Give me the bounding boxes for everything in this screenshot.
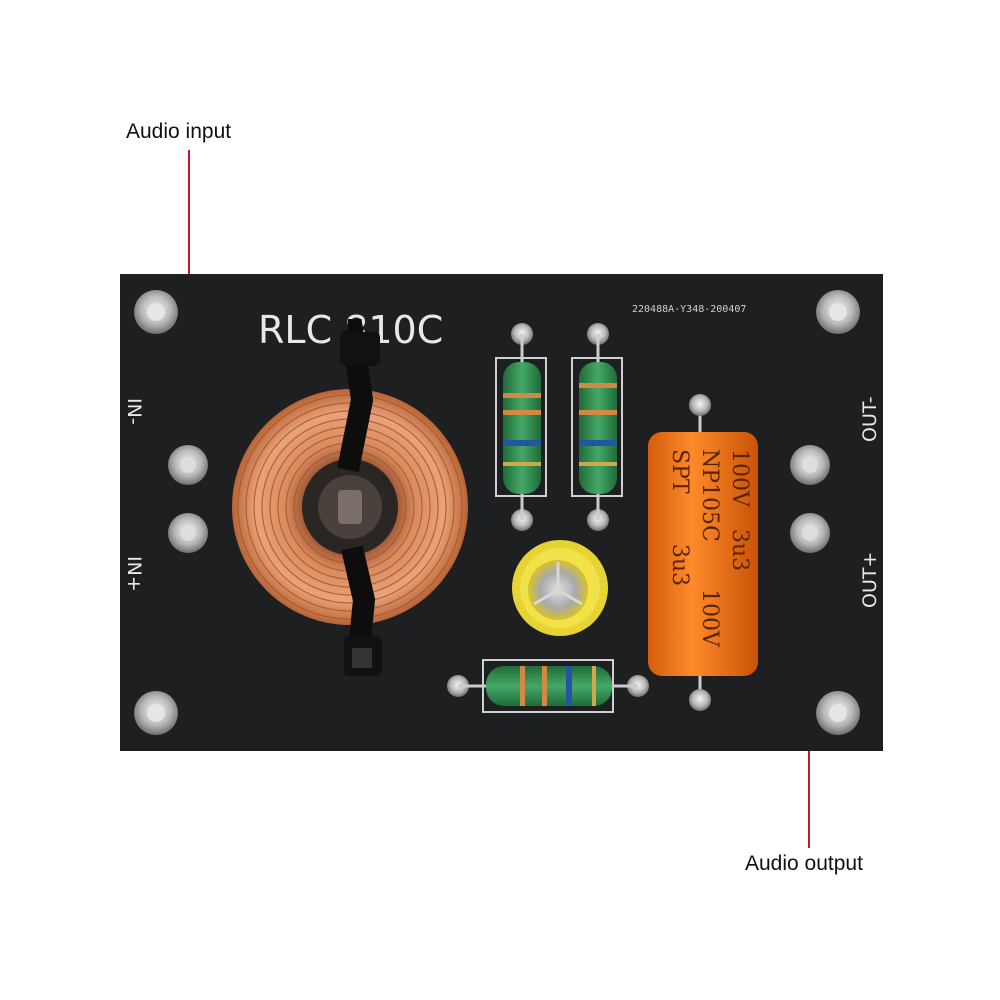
terminal-pads bbox=[168, 445, 830, 553]
svg-text:3u3: 3u3 bbox=[727, 529, 752, 571]
film-capacitor: 100V 3u3 NP105C 100V SPT 3u3 bbox=[648, 394, 758, 711]
svg-text:NP105C: NP105C bbox=[697, 449, 722, 542]
air-core-inductor bbox=[232, 319, 468, 676]
svg-text:3u3: 3u3 bbox=[667, 544, 692, 586]
electrolytic-capacitor bbox=[512, 540, 608, 636]
svg-text:SPT: SPT bbox=[667, 449, 692, 494]
svg-text:100V: 100V bbox=[727, 449, 752, 508]
out-plus-label: OUT+ bbox=[859, 552, 881, 608]
resistor-1 bbox=[495, 323, 547, 531]
in-plus-label: IN+ bbox=[123, 556, 145, 592]
out-minus-label: OUT- bbox=[859, 396, 881, 442]
audio-input-label: Audio input bbox=[126, 120, 232, 143]
svg-text:100V: 100V bbox=[697, 589, 722, 648]
board-serial-text: 220488A-Y348-200407 bbox=[632, 304, 746, 315]
in-minus-label: IN- bbox=[123, 398, 145, 425]
audio-output-label: Audio output bbox=[745, 852, 863, 875]
resistor-2 bbox=[571, 323, 623, 531]
mounting-holes bbox=[134, 290, 860, 735]
resistor-3 bbox=[447, 659, 649, 713]
